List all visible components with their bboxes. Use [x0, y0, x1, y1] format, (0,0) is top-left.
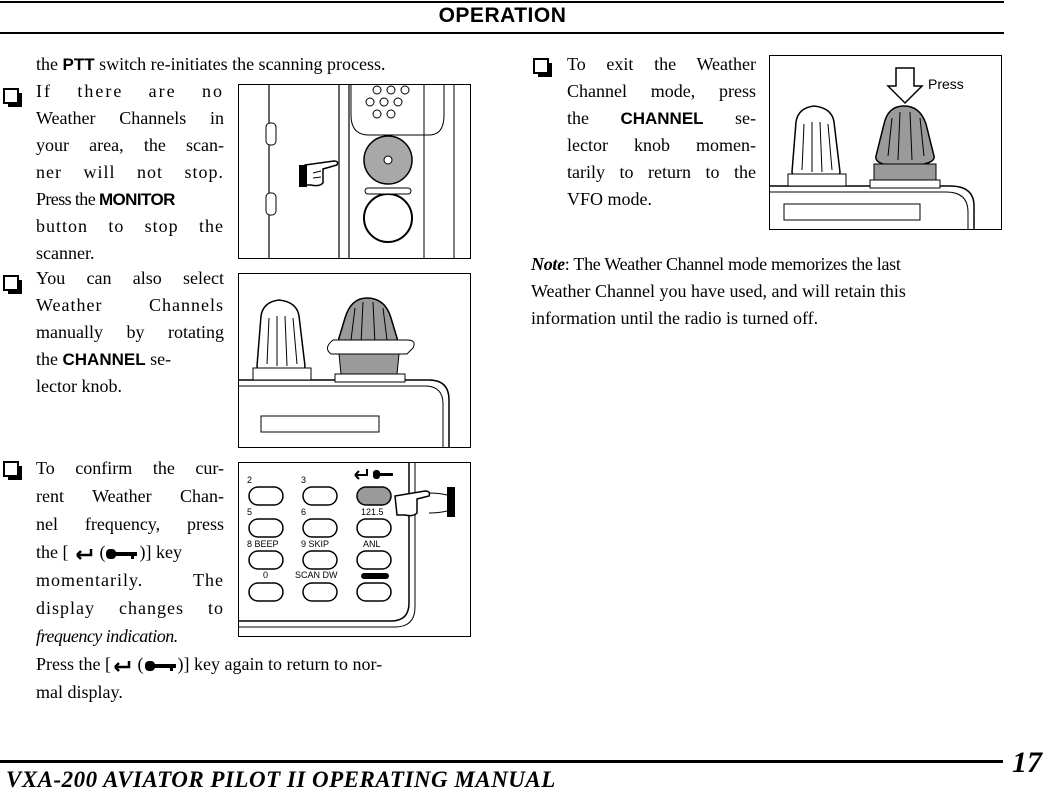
key-label: 9 SKIP: [301, 539, 329, 549]
bullet-box: [533, 58, 552, 77]
key-label: 8 BEEP: [247, 539, 279, 549]
press-label: Press: [928, 76, 964, 92]
figure-keypad: 2 3 5 6 121.5 8 BEEP 9 SKIP ANL 0 SCAN D…: [238, 462, 471, 637]
key-lock-icon: [373, 470, 393, 479]
bullet-box: [3, 88, 22, 107]
page-number: 17: [1012, 746, 1042, 779]
bullet-box: [3, 275, 22, 294]
keypad-illustration: 2 3 5 6 121.5 8 BEEP 9 SKIP ANL 0 SCAN D…: [239, 463, 455, 628]
paragraph-ptt: the PTT switch re-initiates the scanning…: [36, 54, 386, 74]
figure-press-knob: Press: [769, 55, 1002, 230]
key-label: 121.5: [361, 507, 384, 517]
footer-rule: [0, 760, 1003, 763]
page-header-title: OPERATION: [438, 4, 567, 27]
header-rule-top: [0, 1, 1004, 3]
key-label: ANL: [363, 539, 381, 549]
key-lock-icon: [106, 548, 138, 559]
key-label: 6: [301, 507, 306, 517]
return-arrow-icon: [76, 548, 93, 560]
key-label: 5: [247, 507, 252, 517]
return-arrow-icon: [114, 660, 131, 672]
pointing-hand-icon: [394, 487, 455, 517]
pointing-hand-icon: [299, 160, 339, 187]
footer-manual-title: VXA-200 AVIATOR PILOT II OPERATING MANUA…: [6, 767, 556, 792]
return-arrow-icon: [354, 469, 368, 480]
bullet-box: [3, 461, 22, 480]
figure-channel-knob: [238, 273, 471, 448]
key-lock-icon: [144, 660, 176, 671]
key-label: 0: [263, 570, 268, 580]
key-label: 2: [247, 475, 252, 485]
radio-top-illustration: [239, 297, 450, 447]
radio-side-illustration: [265, 85, 455, 258]
key-label: SCAN DW: [295, 570, 338, 580]
figure-monitor-button: [238, 84, 471, 259]
down-arrow-icon: [886, 67, 924, 105]
key-label: 3: [301, 475, 306, 485]
header-rule-bottom: [0, 32, 1004, 34]
radio-top-press-illustration: Press: [770, 67, 975, 229]
